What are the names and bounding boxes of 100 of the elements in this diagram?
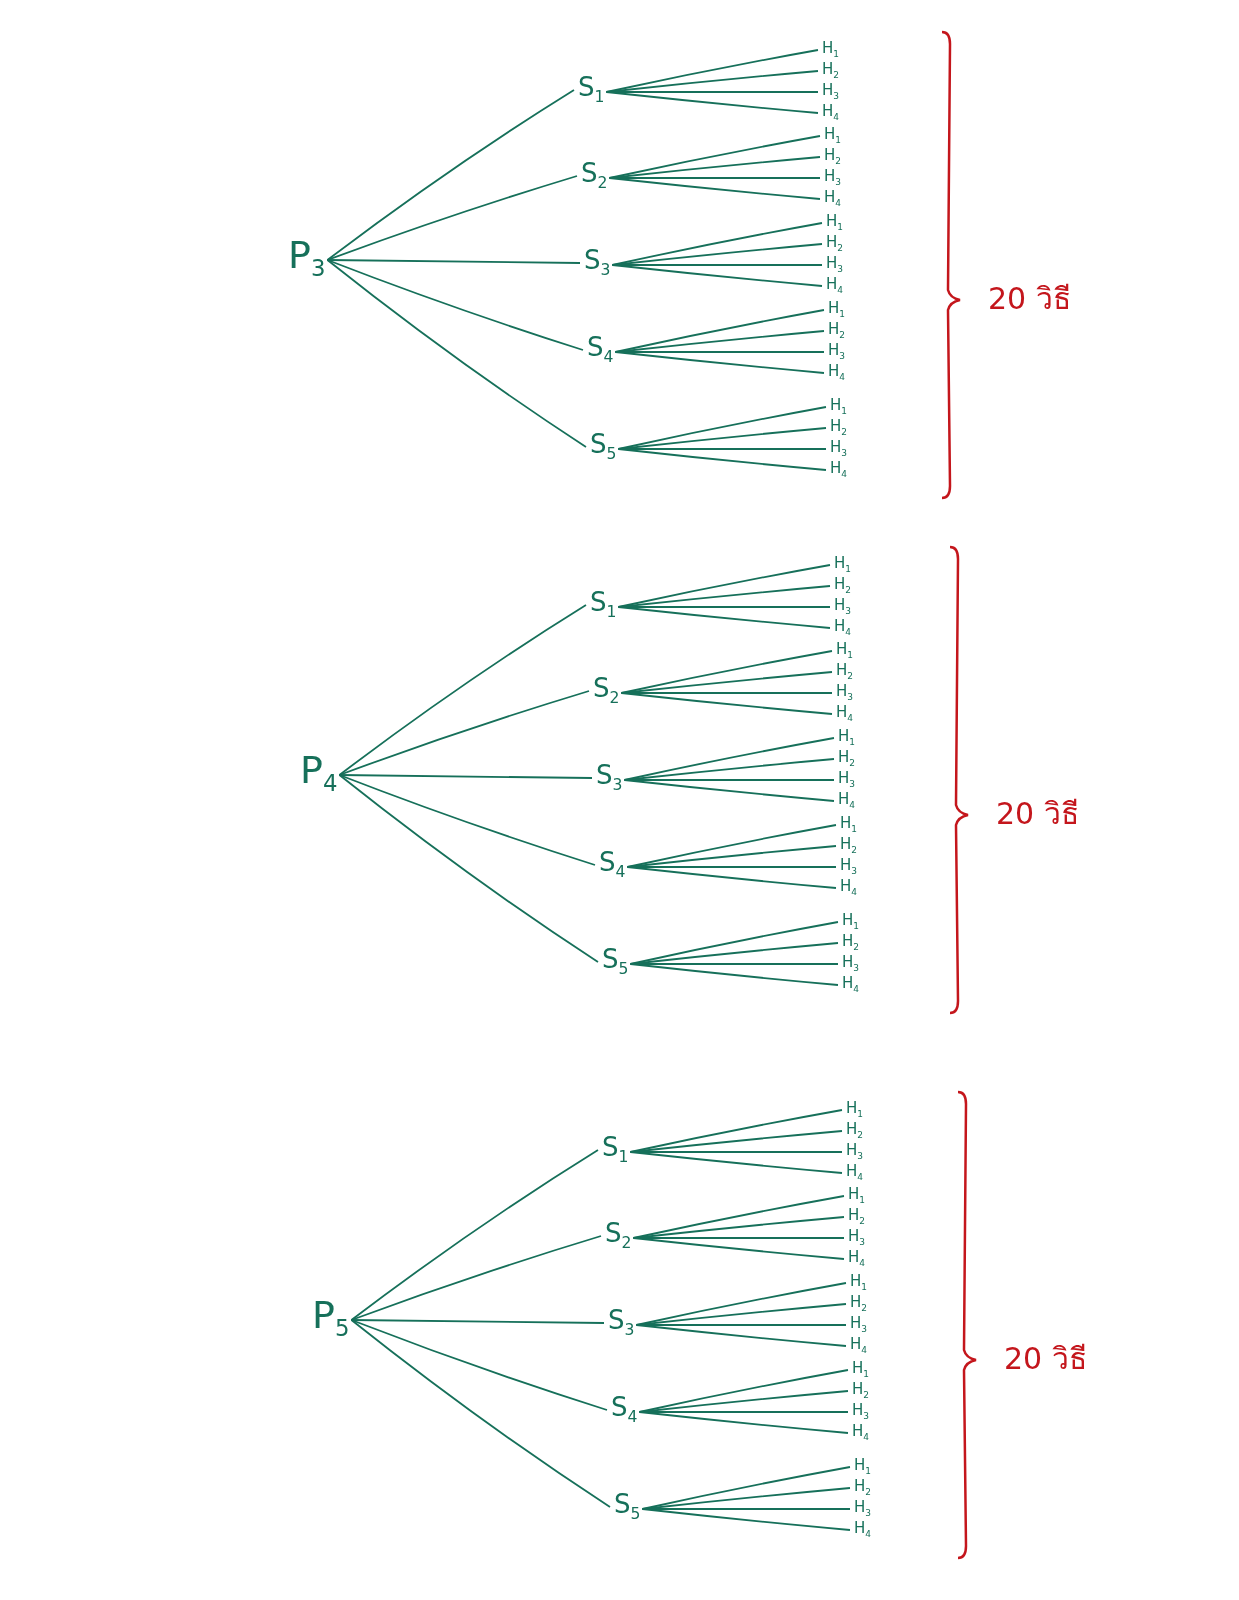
branch-label: S$_{1}$: [578, 74, 605, 106]
leaf-label: H$_{2}$: [850, 1295, 867, 1313]
branch-label: S$_{2}$: [581, 160, 608, 192]
leaf-label: H$_{4}$: [826, 277, 843, 295]
root-label: P$_{3}$: [288, 235, 326, 281]
leaf-label: H$_{1}$: [842, 913, 859, 931]
branch-line: [350, 1235, 602, 1321]
branch-line: [338, 690, 590, 776]
branch-line: [620, 692, 833, 715]
leaf-label: H$_{4}$: [830, 461, 847, 479]
branch-line: [326, 175, 578, 261]
leaf-label: H$_{2}$: [854, 1479, 871, 1497]
leaf-label: H$_{3}$: [846, 1143, 863, 1161]
leaf-label: H$_{2}$: [838, 750, 855, 768]
leaf-label: H$_{4}$: [834, 619, 851, 637]
branch-line: [635, 1324, 847, 1347]
branch-line: [614, 351, 825, 374]
leaf-label: H$_{4}$: [854, 1521, 871, 1539]
branch-label: S$_{2}$: [605, 1220, 632, 1252]
leaf-label: H$_{2}$: [836, 663, 853, 681]
leaf-label: H$_{4}$: [848, 1250, 865, 1268]
count-label: 20 วิธี: [996, 794, 1079, 833]
leaf-label: H$_{3}$: [852, 1403, 869, 1421]
leaf-label: H$_{3}$: [854, 1500, 871, 1518]
leaf-label: H$_{3}$: [822, 83, 839, 101]
leaf-label: H$_{4}$: [842, 976, 859, 994]
leaf-label: H$_{3}$: [848, 1229, 865, 1247]
leaf-label: H$_{3}$: [840, 858, 857, 876]
leaf-label: H$_{4}$: [850, 1337, 867, 1355]
leaf-label: H$_{1}$: [834, 556, 851, 574]
leaf-label: H$_{4}$: [852, 1424, 869, 1442]
leaf-label: H$_{1}$: [838, 729, 855, 747]
leaf-label: H$_{1}$: [822, 41, 839, 59]
branch-line: [350, 1319, 611, 1508]
branch-line: [608, 177, 821, 200]
leaf-label: H$_{1}$: [850, 1274, 867, 1292]
branch-label: S$_{3}$: [584, 247, 611, 279]
leaf-label: H$_{4}$: [846, 1164, 863, 1182]
leaf-label: H$_{1}$: [840, 816, 857, 834]
leaf-label: H$_{3}$: [828, 343, 845, 361]
leaf-label: H$_{1}$: [836, 642, 853, 660]
leaf-label: H$_{3}$: [826, 256, 843, 274]
branch-line: [626, 866, 837, 889]
leaf-label: H$_{2}$: [848, 1208, 865, 1226]
branch-line: [338, 774, 599, 963]
leaf-label: H$_{3}$: [834, 598, 851, 616]
leaf-label: H$_{1}$: [848, 1187, 865, 1205]
branch-line: [632, 1237, 845, 1260]
leaf-label: H$_{4}$: [838, 792, 855, 810]
branch-label: S$_{1}$: [590, 589, 617, 621]
leaf-label: H$_{1}$: [854, 1458, 871, 1476]
leaf-label: H$_{4}$: [840, 879, 857, 897]
leaf-label: H$_{4}$: [822, 104, 839, 122]
branch-label: S$_{3}$: [608, 1307, 635, 1339]
leaf-label: H$_{1}$: [828, 301, 845, 319]
count-label: 20 วิธี: [1004, 1339, 1087, 1378]
leaf-label: H$_{3}$: [842, 955, 859, 973]
branch-label: S$_{2}$: [593, 675, 620, 707]
branch-line: [638, 1411, 849, 1434]
leaf-label: H$_{2}$: [826, 235, 843, 253]
branch-label: S$_{4}$: [611, 1394, 638, 1426]
branch-label: S$_{5}$: [590, 431, 617, 463]
leaf-label: H$_{1}$: [846, 1101, 863, 1119]
branch-label: S$_{5}$: [602, 946, 629, 978]
leaf-label: H$_{2}$: [834, 577, 851, 595]
leaf-label: H$_{2}$: [822, 62, 839, 80]
root-label: P$_{5}$: [312, 1295, 350, 1341]
leaf-label: H$_{2}$: [840, 837, 857, 855]
leaf-label: H$_{2}$: [852, 1382, 869, 1400]
branch-line: [350, 1149, 599, 1321]
leaf-label: H$_{1}$: [826, 214, 843, 232]
branch-line: [326, 259, 587, 448]
count-label: 20 วิธี: [988, 279, 1071, 318]
branch-label: S$_{4}$: [587, 334, 614, 366]
leaf-label: H$_{3}$: [838, 771, 855, 789]
leaf-label: H$_{3}$: [836, 684, 853, 702]
branch-label: S$_{4}$: [599, 849, 626, 881]
root-label: P$_{4}$: [300, 750, 338, 796]
leaf-label: H$_{2}$: [846, 1122, 863, 1140]
branch-line: [641, 1508, 851, 1531]
branch-line: [617, 448, 827, 471]
branch-line: [611, 264, 823, 287]
branch-line: [623, 779, 835, 802]
leaf-label: H$_{4}$: [824, 190, 841, 208]
branch-line: [629, 1151, 843, 1174]
branch-line: [605, 91, 819, 114]
leaf-label: H$_{3}$: [850, 1316, 867, 1334]
branch-line: [338, 604, 587, 776]
branch-line: [617, 606, 831, 629]
leaf-label: H$_{1}$: [852, 1361, 869, 1379]
leaf-label: H$_{1}$: [824, 127, 841, 145]
branch-label: S$_{5}$: [614, 1491, 641, 1523]
leaf-label: H$_{3}$: [824, 169, 841, 187]
branch-label: S$_{3}$: [596, 762, 623, 794]
leaf-label: H$_{4}$: [828, 364, 845, 382]
leaf-label: H$_{2}$: [828, 322, 845, 340]
branch-label: S$_{1}$: [602, 1134, 629, 1166]
leaf-label: H$_{1}$: [830, 398, 847, 416]
leaf-label: H$_{2}$: [824, 148, 841, 166]
leaf-label: H$_{3}$: [830, 440, 847, 458]
